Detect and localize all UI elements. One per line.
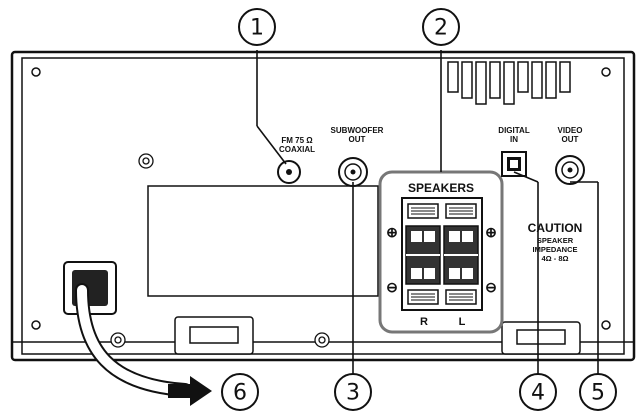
callout-3: 3 [334,373,372,411]
callout-2-number: 2 [434,16,448,41]
plus-marker-left: ⊕ [386,224,398,240]
digital-in-jack: DIGITAL IN [498,126,530,177]
callout-5-number: 5 [591,381,605,406]
video-out-jack: VIDEO OUT [555,126,585,185]
leader-lines [256,50,599,378]
caution-line2: SPEAKER [537,236,574,245]
speakers-label: SPEAKERS [408,181,474,195]
subwoofer-label-line1: SUBWOOFER [331,126,384,135]
speaker-right-label: R [420,316,428,328]
fm-label-line2: COAXIAL [279,145,315,154]
subwoofer-out-jack: SUBWOOFER OUT [331,126,384,187]
callout-3-number: 3 [346,381,360,406]
digital-label-line2: IN [510,135,518,144]
subwoofer-label-line2: OUT [349,135,366,144]
callout-5: 5 [579,373,617,411]
fm-label-line1: FM 75 Ω [281,136,313,145]
minus-marker-left: ⊖ [386,279,398,295]
fm-antenna-jack: FM 75 Ω COAXIAL [277,136,315,184]
callout-6: 6 [221,373,259,411]
vent-slots [447,61,571,105]
power-cord [63,261,192,397]
callout-1: 1 [238,8,276,46]
screw-hole-icon [31,320,41,330]
minus-marker-right: ⊖ [485,279,497,295]
callout-4: 4 [519,373,557,411]
callout-2: 2 [422,8,460,46]
video-label-line2: OUT [562,135,579,144]
screw-hole-icon [31,67,41,77]
inner-panel [147,185,379,297]
arrow-icon [168,376,212,406]
plus-marker-right: ⊕ [485,224,497,240]
screw-hole-icon [601,320,611,330]
caution-line3: IMPEDANCE [532,245,577,254]
callout-6-number: 6 [233,381,247,406]
callout-4-number: 4 [531,381,545,406]
video-label-line1: VIDEO [558,126,583,135]
speaker-left-label: L [459,316,466,328]
caution-title: CAUTION [528,221,583,235]
speaker-terminals: SPEAKERS ⊕ ⊖ ⊕ [378,170,504,334]
bottom-slots [174,316,581,355]
screw-hole-icon [601,67,611,77]
caution-block: CAUTION SPEAKER IMPEDANCE 4Ω - 8Ω [528,221,583,263]
callout-1-number: 1 [250,16,264,41]
caution-line4: 4Ω - 8Ω [541,254,568,263]
decorative-screws [110,153,330,348]
digital-label-line1: DIGITAL [498,126,530,135]
